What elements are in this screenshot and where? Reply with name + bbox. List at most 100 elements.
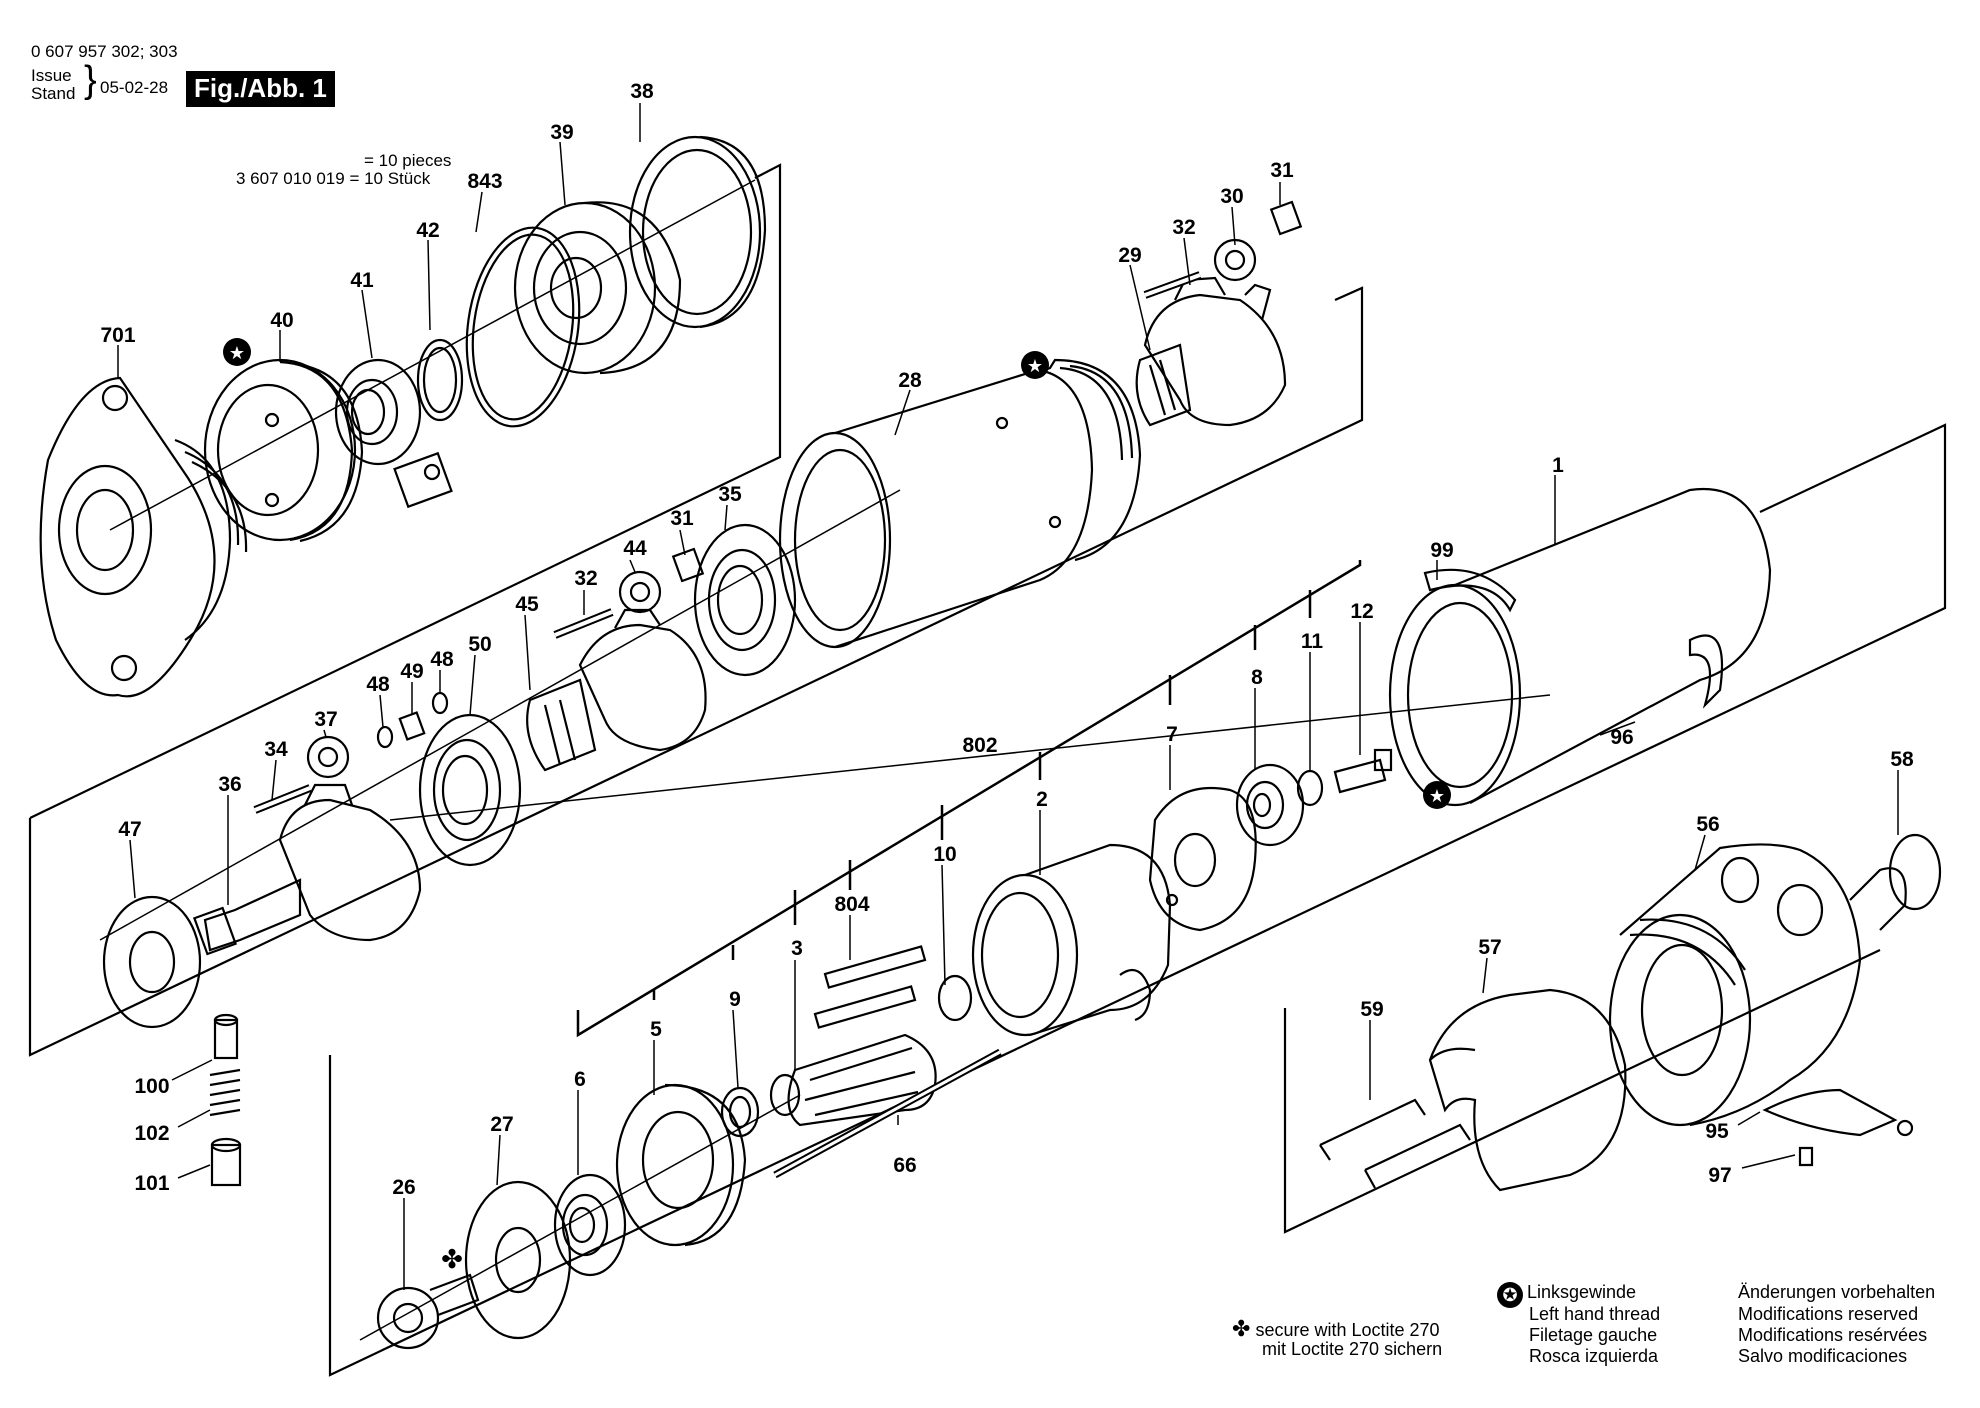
callout-45: 45 [515, 593, 539, 616]
washer-47 [102, 895, 202, 1029]
callout-7: 7 [1166, 723, 1178, 746]
callout-44: 44 [623, 537, 647, 560]
four-leaf-clover-icon: ✤ [1232, 1316, 1251, 1341]
callout-58: 58 [1890, 748, 1914, 771]
svg-text:★: ★ [1027, 356, 1043, 377]
callout-31: 31 [1270, 159, 1294, 182]
bearing-50 [418, 713, 522, 867]
nut-49 [398, 711, 426, 741]
mod-line3: Modifications resérvées [1738, 1325, 1928, 1345]
frame-front-group [1283, 949, 1881, 1234]
washer-48b [431, 691, 449, 715]
callout-102: 102 [134, 1122, 169, 1145]
rotor-3 [769, 1033, 937, 1127]
callout-26: 26 [392, 1176, 415, 1199]
callout-56: 56 [1696, 813, 1719, 836]
callout-59: 59 [1360, 998, 1383, 1021]
lh-line2: Left hand thread [1529, 1304, 1661, 1324]
valve-pin-100 [213, 1013, 239, 1060]
lh-line4: Rosca izquierda [1529, 1346, 1659, 1366]
callout-47: 47 [118, 818, 141, 841]
lh-line3: Filetage gauche [1529, 1325, 1658, 1345]
mod-line4: Salvo modificaciones [1738, 1346, 1908, 1366]
four-leaf-clover-icon: ✤ [441, 1245, 463, 1275]
sleeve-101 [210, 1137, 242, 1187]
bearing-35 [693, 523, 797, 677]
gear-37 [306, 735, 350, 779]
frame-top-group [29, 163, 782, 819]
star-in-circle-icon: ★ [223, 338, 251, 366]
end-plate-5 [615, 1083, 747, 1247]
callout-2: 2 [1036, 788, 1048, 811]
svg-text:★: ★ [1429, 786, 1445, 807]
callout-27: 27 [490, 1113, 513, 1136]
callout-28: 28 [898, 369, 922, 392]
nut-31a [1269, 200, 1303, 236]
gear-44 [618, 570, 662, 614]
callout-57: 57 [1478, 936, 1501, 959]
callout-101: 101 [134, 1172, 169, 1195]
bearing-39 [513, 201, 682, 375]
clips-59 [1319, 1098, 1471, 1189]
nut-31b [671, 547, 705, 583]
callout-30: 30 [1220, 185, 1243, 208]
callout-802: 802 [962, 734, 997, 757]
valve-45 [526, 608, 707, 772]
washer-48a [376, 725, 394, 749]
callout-42: 42 [416, 219, 439, 242]
valve-29 [1135, 276, 1287, 427]
callout-36: 36 [218, 773, 241, 796]
callout-97: 97 [1708, 1164, 1731, 1187]
callout-96: 96 [1610, 726, 1633, 749]
callout-11: 11 [1301, 630, 1324, 653]
callout-49: 49 [400, 660, 423, 683]
callout-9: 9 [729, 988, 741, 1011]
callout-1: 1 [1552, 454, 1564, 477]
stand-label: Stand [31, 84, 76, 103]
frame-middle-group [28, 286, 1364, 1057]
end-plate-7 [1148, 786, 1257, 932]
flange-701 [39, 376, 248, 698]
o-ring-843 [465, 226, 581, 428]
loctite-note: ✤ secure with Loctite 270 [1232, 1318, 1440, 1341]
star-in-circle-icon: ★ [1423, 781, 1451, 809]
issue-date: 05-02-28 [100, 78, 169, 97]
callout-5: 5 [650, 1018, 662, 1041]
o-ring-58 [1888, 833, 1942, 911]
screw-12 [1333, 748, 1393, 794]
frame-bottom-group [328, 423, 1947, 1377]
mod-line1: Änderungen vorbehalten [1738, 1282, 1936, 1302]
callout-50: 50 [468, 633, 491, 656]
washer-11 [1296, 769, 1324, 807]
figure-label: Fig./Abb. 1 [186, 71, 335, 107]
housing-56 [1608, 843, 1907, 1127]
loctite-line2: mit Loctite 270 sichern [1262, 1339, 1443, 1359]
callout-40: 40 [270, 309, 293, 332]
svg-text:★: ★ [229, 343, 245, 364]
star-in-circle-icon: ✪ [1497, 1282, 1523, 1308]
spring-102 [209, 1068, 241, 1117]
callout-804: 804 [834, 893, 869, 916]
callout-48: 48 [430, 648, 454, 671]
blades-804 [813, 945, 927, 1029]
callout-31: 31 [670, 507, 694, 530]
callout-37: 37 [314, 708, 337, 731]
circlip-42 [416, 338, 464, 422]
shim-27 [464, 1180, 572, 1340]
pinion-26 [376, 1273, 480, 1350]
callout-66: 66 [893, 1154, 916, 1177]
issue-label: Issue [31, 66, 72, 85]
star-in-circle-icon: ★ [1021, 351, 1049, 379]
callout-39: 39 [550, 121, 573, 144]
callout-99: 99 [1430, 539, 1453, 562]
callout-38: 38 [630, 80, 654, 103]
bearing-6 [553, 1173, 627, 1277]
pack-box-icon [393, 451, 453, 509]
callout-3: 3 [791, 937, 803, 960]
callout-6: 6 [574, 1068, 586, 1091]
callout-95: 95 [1705, 1120, 1729, 1143]
callout-10: 10 [933, 843, 956, 866]
callout-35: 35 [718, 483, 742, 506]
callout-8: 8 [1251, 666, 1263, 689]
